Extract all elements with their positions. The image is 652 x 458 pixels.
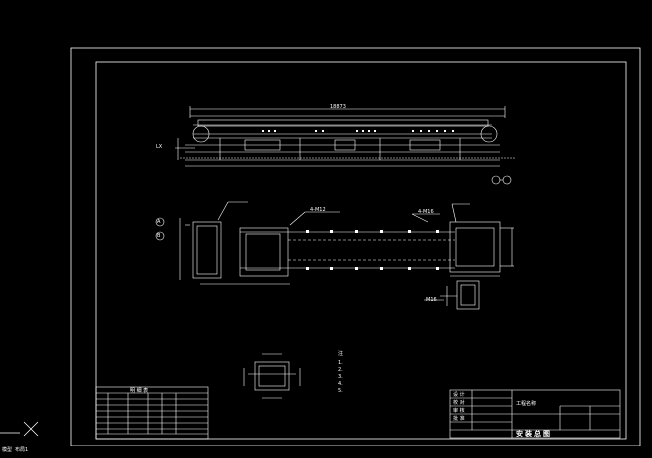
title-row-design: 设 计 — [453, 392, 465, 398]
plan-callout-3: M16 — [426, 297, 437, 303]
section-mark-b: B — [157, 233, 161, 239]
title-row-review: 审 核 — [453, 408, 465, 414]
note-line-2: 2. — [338, 367, 343, 373]
section-detail — [243, 353, 301, 399]
parts-list-header: 明 细 表 — [130, 388, 149, 394]
note-line-3: 3. — [338, 374, 343, 380]
status-bar — [0, 446, 652, 454]
notes-heading: 注 — [338, 351, 344, 357]
sheet-border-inner — [95, 61, 627, 440]
elevation-view — [175, 106, 515, 185]
title-row-approve: 批 准 — [453, 416, 465, 422]
title-project-label: 工程名称 — [516, 401, 537, 407]
drawing-title: 安装总图 — [516, 430, 552, 438]
crosshair-icon — [0, 421, 39, 437]
elevation-left-tag: LX — [156, 144, 163, 150]
title-block — [449, 389, 621, 439]
note-line-1: 1. — [338, 360, 343, 366]
layout-tabs[interactable]: 模型 布局1 — [2, 447, 29, 453]
plan-view — [155, 201, 514, 310]
note-line-5: 5. — [338, 388, 343, 394]
parts-list-table — [95, 386, 209, 440]
section-mark-a: A — [157, 219, 161, 225]
sheet-border-outer — [70, 47, 641, 447]
title-row-check: 校 对 — [453, 400, 465, 406]
plan-callout-1: 4-M12 — [310, 207, 326, 213]
note-line-4: 4. — [338, 381, 343, 387]
plan-bolt-marks — [306, 230, 439, 270]
elevation-marks — [262, 130, 454, 132]
elevation-overall-dimension: 18873 — [330, 104, 346, 110]
plan-callout-2: 4-M16 — [418, 209, 434, 215]
